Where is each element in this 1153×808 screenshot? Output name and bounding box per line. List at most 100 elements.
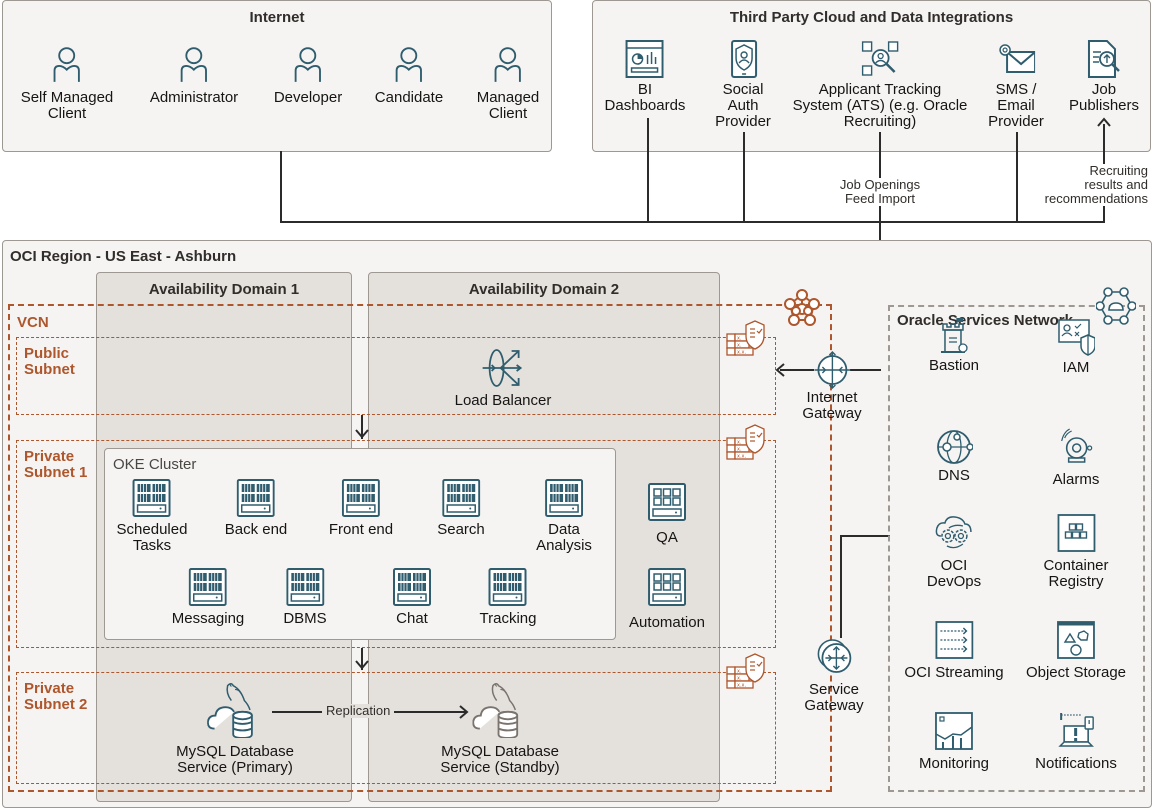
load-balancer-icon xyxy=(481,346,525,390)
mysql-primary[interactable]: MySQL Database Service (Primary) xyxy=(176,680,294,776)
internet-title: Internet xyxy=(249,9,305,26)
arrow-right-icon xyxy=(459,705,469,719)
user-icon xyxy=(394,46,424,84)
iam-icon xyxy=(1058,319,1095,356)
alarms-icon xyxy=(1061,428,1093,463)
public-subnet-label: Public Subnet xyxy=(24,345,75,378)
server-icon xyxy=(189,568,227,606)
osn-service[interactable]: DNS xyxy=(935,428,973,484)
oke-service[interactable]: Tracking xyxy=(480,568,536,627)
user-icon xyxy=(293,46,323,84)
internet-user[interactable]: Administrator xyxy=(150,46,238,106)
server-icon xyxy=(342,479,380,517)
server-icon xyxy=(133,479,171,517)
arrow-down-icon xyxy=(355,429,369,439)
region-title: OCI Region - US East - Ashburn xyxy=(10,248,237,265)
oke-service[interactable]: Front end xyxy=(329,479,393,538)
vm-icon xyxy=(648,568,686,606)
osn-service[interactable]: Bastion xyxy=(929,318,979,374)
osn-title: Oracle Services Network xyxy=(897,312,1073,329)
service-gateway-icon xyxy=(814,636,854,676)
streaming-icon xyxy=(935,621,973,659)
service-gateway[interactable]: Service Gateway xyxy=(804,636,864,714)
private-subnet-1 xyxy=(16,440,776,648)
user-icon xyxy=(52,46,82,84)
monitoring-icon xyxy=(935,712,973,750)
internet-group: Internet xyxy=(2,0,552,152)
internet-gateway[interactable]: Internet Gateway xyxy=(802,350,862,422)
social-auth-icon xyxy=(730,40,757,78)
osn-icon xyxy=(1096,287,1136,325)
mysql-primary-icon xyxy=(207,680,263,738)
sgw-to-osn-line xyxy=(840,535,890,537)
oke-service[interactable]: Back end xyxy=(225,479,287,538)
private-subnet-2 xyxy=(16,672,776,784)
igw-to-public-line xyxy=(780,369,814,371)
oke-service[interactable]: Chat xyxy=(393,568,431,627)
vcn xyxy=(8,304,832,792)
user-label: Administrator xyxy=(149,89,239,106)
oke-service[interactable]: Search xyxy=(437,479,485,538)
dns-icon xyxy=(937,430,973,464)
server-icon xyxy=(286,568,324,606)
arrow-oke-to-db xyxy=(361,648,363,670)
public-subnet xyxy=(16,337,776,415)
server-icon xyxy=(393,568,431,606)
server-icon xyxy=(545,479,583,517)
ad2-title: Availability Domain 2 xyxy=(468,281,620,298)
connector-bus xyxy=(280,221,1018,223)
bastion-icon xyxy=(940,318,968,353)
container-registry-icon xyxy=(1057,514,1095,552)
vm-instance[interactable]: Automation xyxy=(629,568,705,631)
user-label: Developer xyxy=(273,89,343,106)
security-list-icon xyxy=(726,320,766,358)
oke-cluster-title: OKE Cluster xyxy=(113,456,197,473)
internet-user[interactable]: Candidate xyxy=(375,46,443,106)
oke-service[interactable]: DBMS xyxy=(283,568,327,627)
mysql-standby[interactable]: MySQL Database Service (Standby) xyxy=(440,680,560,776)
osn-service[interactable]: Monitoring xyxy=(919,712,989,772)
recruiting-label: Recruiting results and recommendations xyxy=(1030,164,1148,206)
load-balancer[interactable]: Load Balancer xyxy=(455,346,551,409)
arrow-left-icon xyxy=(775,363,785,377)
vcn-icon xyxy=(782,289,822,327)
osn-service[interactable]: Alarms xyxy=(1053,428,1099,488)
osn-service[interactable]: OCI Streaming xyxy=(904,621,1004,681)
internet-user[interactable]: Developer xyxy=(274,46,342,106)
user-icon xyxy=(493,46,523,84)
job-publisher-icon xyxy=(1087,40,1120,78)
oracle-services-network xyxy=(888,305,1145,792)
sgw-vertical-line xyxy=(840,535,842,638)
email-icon xyxy=(999,44,1035,73)
security-list-icon xyxy=(726,424,766,462)
dashboard-icon xyxy=(625,40,664,78)
connector-sms xyxy=(1016,132,1018,222)
private-subnet-2-label: Private Subnet 2 xyxy=(24,680,88,713)
replication-label: Replication xyxy=(322,704,395,718)
vm-icon xyxy=(648,483,686,521)
oke-service[interactable]: Messaging xyxy=(172,568,244,627)
mysql-standby-icon xyxy=(472,680,528,738)
osn-service[interactable]: IAM xyxy=(1057,318,1095,376)
vm-instance[interactable]: QA xyxy=(648,483,686,546)
osn-service[interactable]: Object Storage xyxy=(1026,621,1126,681)
osn-service[interactable]: Notifications xyxy=(1035,712,1117,772)
internet-gateway-icon xyxy=(812,350,852,390)
arrow-lb-to-oke xyxy=(361,415,363,439)
